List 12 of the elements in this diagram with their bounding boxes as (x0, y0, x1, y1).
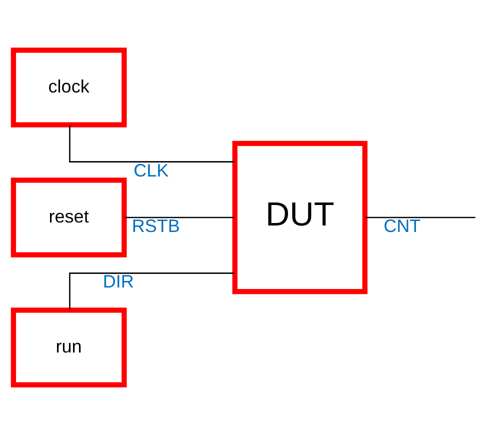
node-box: DUT (232, 140, 368, 294)
connector (365, 216, 476, 218)
connector (69, 124, 235, 162)
connector (69, 272, 235, 310)
node-box: reset (10, 177, 127, 257)
edge-label: RSTB (132, 215, 180, 236)
edge-label: DIR (102, 271, 134, 292)
connector (124, 216, 235, 218)
edge-label: CNT (384, 215, 421, 236)
node-box: run (10, 307, 127, 387)
edge-label: CLK (134, 160, 169, 180)
node-box: clock (10, 47, 127, 127)
